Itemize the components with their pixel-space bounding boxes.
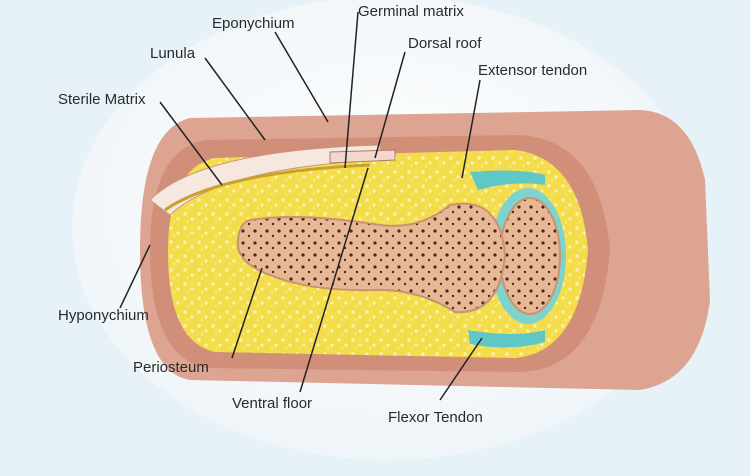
label-flexor-tendon: Flexor Tendon [388,409,483,426]
leader-eponychium [274,31,329,123]
label-germinal-matrix: Germinal matrix [358,3,464,20]
middle-phalanx-head [499,197,561,315]
leader-germinal-matrix [344,11,359,169]
label-eponychium: Eponychium [212,15,295,32]
label-dorsal-roof: Dorsal roof [408,35,482,52]
label-ventral-floor: Ventral floor [232,395,312,412]
leader-lines [119,11,483,401]
leader-dorsal-roof [374,51,406,159]
leader-sterile-matrix [159,101,223,186]
flexor-tendon-shape [468,330,545,348]
label-lunula: Lunula [150,45,196,62]
leader-flexor-tendon [439,337,483,401]
label-sterile-matrix: Sterile Matrix [58,91,146,108]
leader-lunula [204,57,266,141]
extensor-tendon-shape [470,170,545,190]
distal-phalanx [236,202,507,314]
leader-ventral-floor [299,167,369,393]
leader-periosteum [231,267,263,359]
label-extensor-tendon: Extensor tendon [478,62,587,79]
label-hyponychium: Hyponychium [58,307,149,324]
sterile-matrix-band [164,163,371,212]
leader-hyponychium [119,244,151,309]
leader-extensor-tendon [461,79,481,179]
label-periosteum: Periosteum [133,359,209,376]
